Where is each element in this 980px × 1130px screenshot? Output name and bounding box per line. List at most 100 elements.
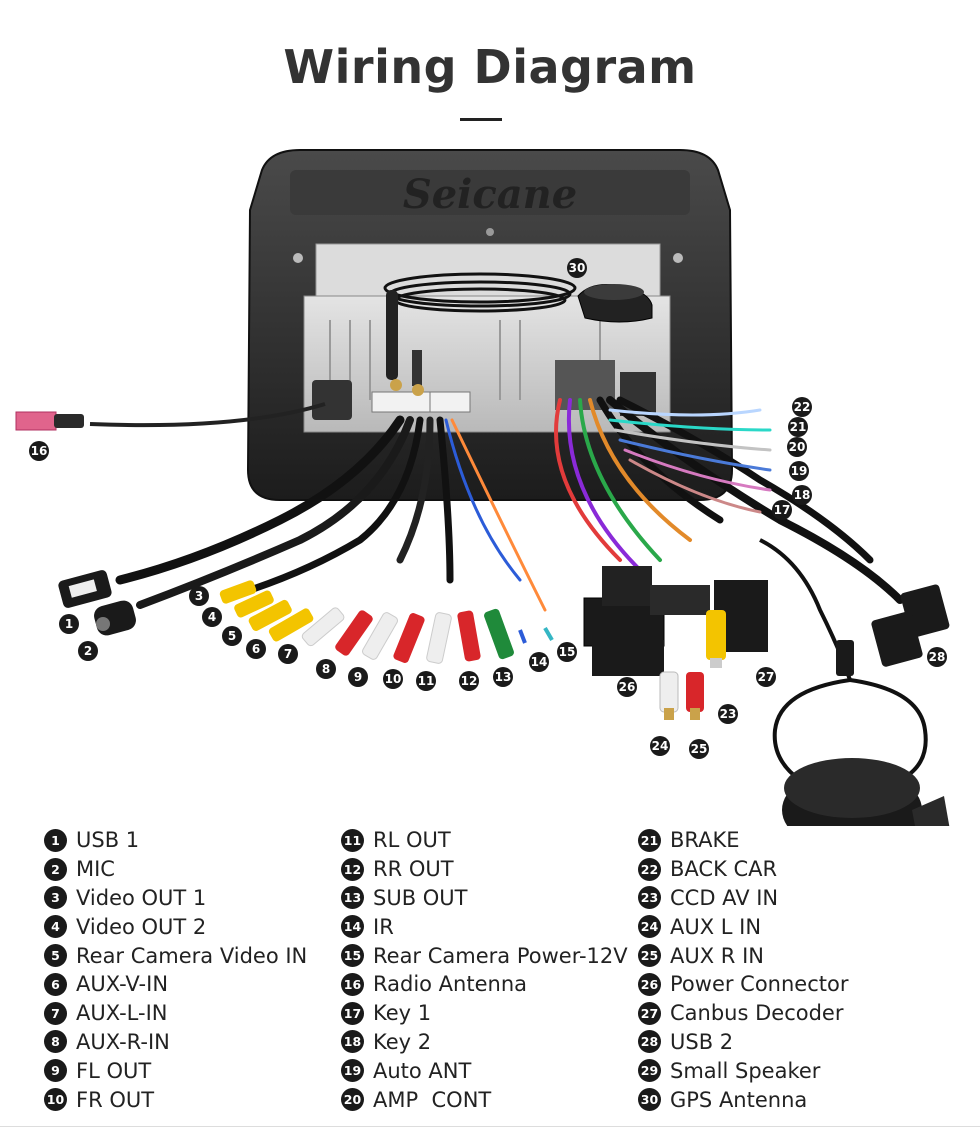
legend-label: Canbus Decoder — [670, 1001, 844, 1026]
svg-text:22: 22 — [794, 400, 811, 414]
marker-27: 27 — [756, 667, 776, 687]
marker-12: 12 — [459, 671, 479, 691]
marker-11: 11 — [416, 671, 436, 691]
marker-7: 7 — [278, 644, 298, 664]
marker-17: 17 — [772, 500, 792, 520]
legend-label: GPS Antenna — [670, 1087, 808, 1112]
legend-number: 13 — [341, 886, 364, 910]
svg-text:9: 9 — [354, 670, 362, 684]
marker-22: 22 — [792, 397, 812, 417]
legend-label: MIC — [76, 857, 115, 882]
svg-text:28: 28 — [929, 650, 946, 664]
legend-number: 16 — [341, 972, 364, 996]
legend-label: RL OUT — [373, 828, 451, 853]
svg-text:4: 4 — [208, 610, 216, 624]
legend-label: Auto ANT — [373, 1058, 472, 1083]
marker-14: 14 — [529, 652, 549, 672]
legend-number: 29 — [638, 1059, 661, 1083]
legend-label: Rear Camera Power-12V — [373, 943, 628, 968]
marker-20: 20 — [787, 437, 807, 457]
main-harness — [115, 415, 547, 612]
power-harness — [554, 396, 904, 604]
marker-30: 30 — [567, 258, 587, 278]
aux-rca-connectors — [659, 610, 726, 720]
svg-text:13: 13 — [495, 670, 512, 684]
legend-number: 24 — [638, 915, 661, 939]
legend-number: 15 — [341, 944, 364, 968]
svg-text:2: 2 — [84, 644, 92, 658]
svg-text:11: 11 — [418, 674, 435, 688]
legend-label: BRAKE — [670, 828, 740, 853]
legend-item: 18 Key 2 — [341, 1028, 628, 1057]
legend-label: AUX R IN — [670, 943, 764, 968]
legend-number: 5 — [44, 944, 67, 968]
legend-item: 5 Rear Camera Video IN — [44, 941, 307, 970]
marker-15: 15 — [557, 642, 577, 662]
legend-label: Radio Antenna — [373, 972, 528, 997]
legend-number: 30 — [638, 1088, 661, 1112]
legend-number: 18 — [341, 1030, 364, 1054]
legend-number: 23 — [638, 886, 661, 910]
usb2-connectors — [871, 584, 950, 667]
radio-antenna-cable — [15, 402, 326, 431]
legend-number: 4 — [44, 915, 67, 939]
legend-number: 10 — [44, 1088, 67, 1112]
marker-18: 18 — [792, 485, 812, 505]
legend-number: 21 — [638, 828, 661, 852]
svg-text:27: 27 — [758, 670, 775, 684]
svg-text:14: 14 — [531, 655, 548, 669]
legend-number: 7 — [44, 1001, 67, 1025]
legend-label: FL OUT — [76, 1058, 152, 1083]
marker-1: 1 — [59, 614, 79, 634]
marker-4: 4 — [202, 607, 222, 627]
legend-number: 9 — [44, 1059, 67, 1083]
legend-item: 7 AUX-L-IN — [44, 999, 307, 1028]
legend-label: IR — [373, 914, 394, 939]
legend-label: Key 2 — [373, 1029, 432, 1054]
head-unit: Seicane — [246, 149, 734, 501]
legend-label: Video OUT 1 — [76, 885, 207, 910]
legend-label: AMP CONT — [373, 1087, 492, 1112]
svg-text:21: 21 — [790, 420, 807, 434]
power-connector — [583, 566, 768, 676]
usb-mic-connectors — [58, 570, 136, 636]
bottom-divider — [0, 1126, 980, 1127]
svg-text:17: 17 — [774, 503, 791, 517]
legend-label: Key 1 — [373, 1001, 432, 1026]
legend-label: Rear Camera Video IN — [76, 943, 308, 968]
legend-label: FR OUT — [76, 1087, 155, 1112]
marker-2: 2 — [78, 641, 98, 661]
legend-label: AUX-L-IN — [76, 1001, 168, 1026]
marker-5: 5 — [222, 626, 242, 646]
small-speaker — [772, 678, 950, 826]
legend-number: 1 — [44, 828, 67, 852]
callout-markers: 1 2 3 4 5 6 7 8 9 10 11 12 13 14 15 16 1… — [29, 258, 947, 759]
title-underline — [460, 118, 502, 121]
legend-number: 12 — [341, 857, 364, 881]
marker-6: 6 — [246, 639, 266, 659]
marker-21: 21 — [788, 417, 808, 437]
svg-text:10: 10 — [385, 672, 402, 686]
marker-13: 13 — [493, 667, 513, 687]
legend-number: 17 — [341, 1001, 364, 1025]
legend-number: 19 — [341, 1059, 364, 1083]
legend-label: Video OUT 2 — [76, 914, 207, 939]
legend-item: 30 GPS Antenna — [638, 1085, 848, 1114]
marker-26: 26 — [617, 677, 637, 697]
svg-text:23: 23 — [720, 707, 737, 721]
legend-label: SUB OUT — [373, 885, 468, 910]
marker-24: 24 — [650, 736, 670, 756]
